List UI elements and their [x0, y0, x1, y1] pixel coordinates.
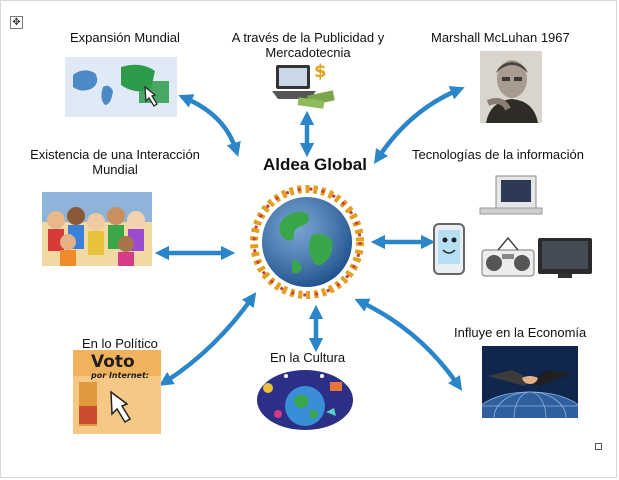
label-publicidad-line2: Mercadotecnia [265, 45, 351, 60]
technology-devices-icon [433, 175, 592, 278]
world-map-hand-icon [65, 57, 177, 117]
label-interaccion: Existencia de una Interacción Mundial [20, 147, 210, 177]
label-politico: En lo Político [82, 336, 158, 351]
label-expansion: Expansión Mundial [70, 30, 180, 45]
children-group-icon [42, 192, 152, 266]
resize-handle-icon[interactable] [595, 443, 602, 450]
move-handle-icon[interactable]: ✥ [10, 16, 23, 29]
label-publicidad: A través de la Publicidad y Mercadotecni… [218, 30, 398, 60]
voto-internet-poster-icon: Voto por Internet: [73, 350, 161, 434]
culture-globe-icon [257, 370, 353, 430]
poster-line1: Voto [91, 352, 135, 372]
phone-icon [433, 223, 465, 275]
laptop-money-icon: $ [272, 61, 335, 109]
label-mcluhan: Marshall McLuhan 1967 [431, 30, 570, 45]
center-title: Aldea Global [263, 155, 367, 174]
label-economia: Influye en la Economía [454, 325, 587, 340]
globe-children-icon [250, 185, 364, 299]
mcluhan-portrait-icon [480, 51, 542, 123]
label-publicidad-line1: A través de la Publicidad y [231, 30, 385, 45]
label-interaccion-line2: Mundial [92, 162, 138, 177]
handshake-globe-icon [482, 346, 578, 418]
label-cultura: En la Cultura [270, 350, 346, 365]
label-tecnologias: Tecnologías de la información [412, 147, 584, 162]
arrow-expansion [178, 94, 241, 157]
arrow-mcluhan [374, 86, 465, 164]
television-icon [538, 238, 592, 278]
radio-icon [481, 236, 535, 277]
svg-text:$: $ [314, 61, 327, 82]
poster-line2: por Internet: [90, 371, 149, 380]
arrow-politico [158, 292, 257, 386]
arrow-economia [354, 298, 463, 391]
label-interaccion-line1: Existencia de una Interacción [30, 147, 200, 162]
computer-icon [479, 175, 543, 215]
